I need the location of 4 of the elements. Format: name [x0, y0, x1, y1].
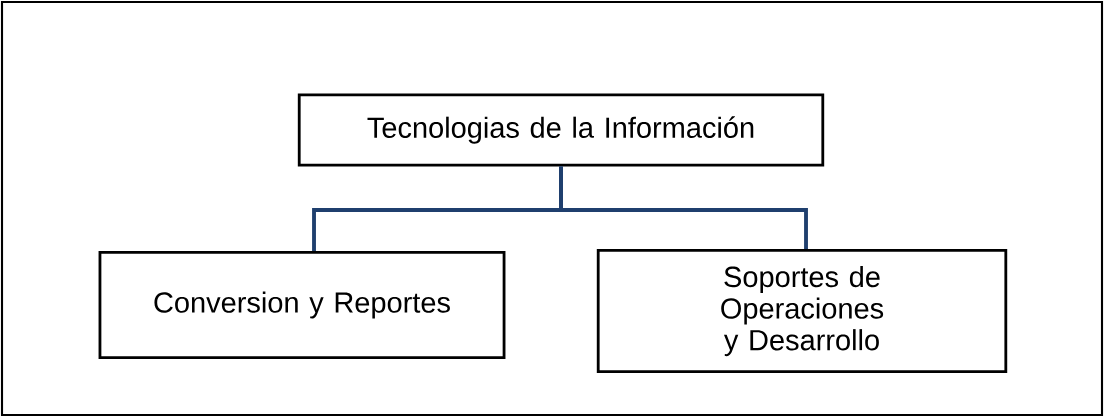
- box: Soportes de Operaciones y Desarrollo: [596, 249, 1008, 374]
- box: Conversion y Reportes: [98, 250, 506, 360]
- box: Tecnologias de la Información: [297, 93, 825, 167]
- connector: [559, 166, 808, 249]
